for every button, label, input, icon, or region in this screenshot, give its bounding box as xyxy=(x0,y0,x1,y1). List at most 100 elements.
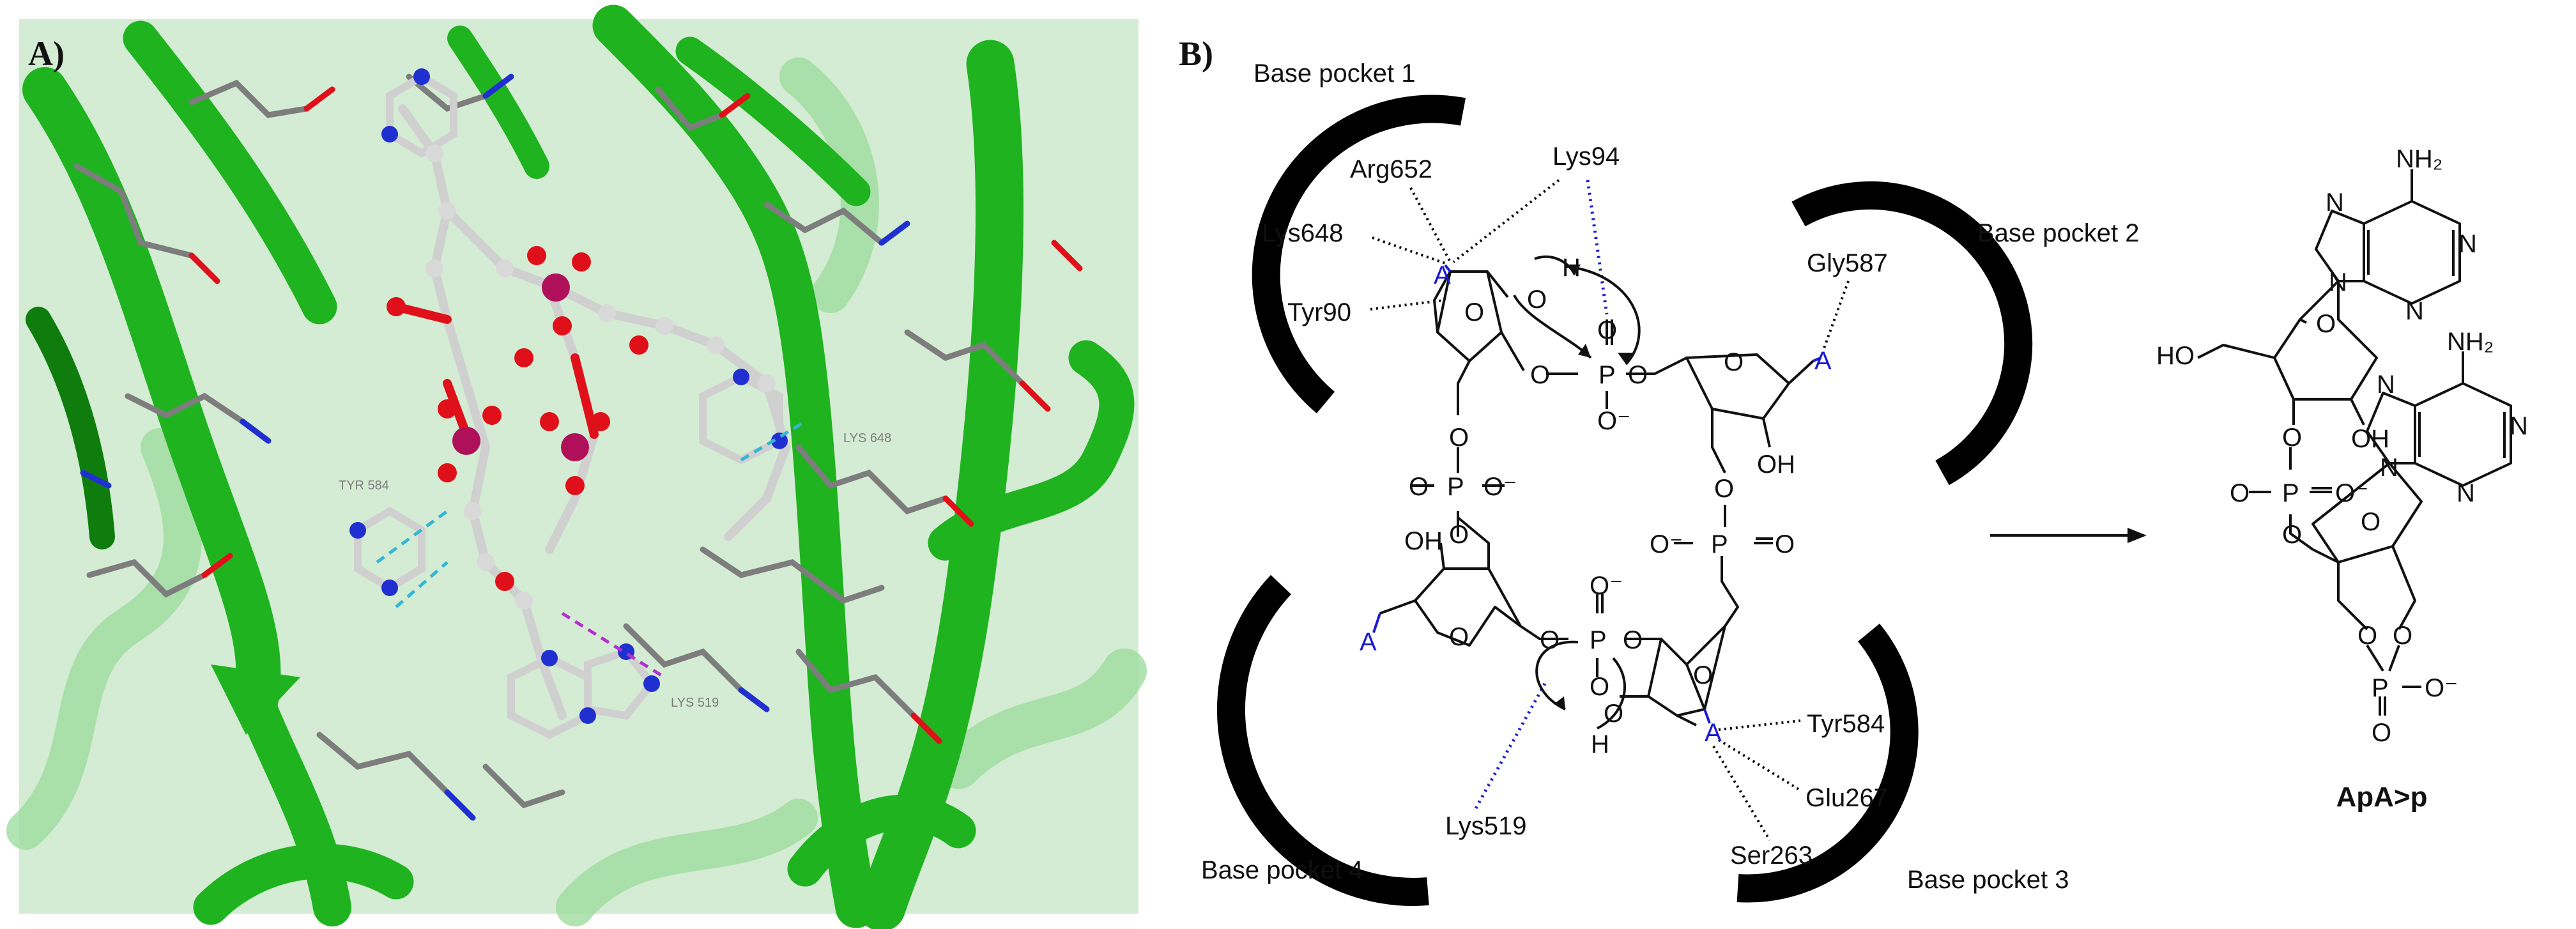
h-bond-dashes xyxy=(376,420,806,679)
atom-ominus-top: O⁻ xyxy=(1597,407,1630,435)
pocket-label-4: Base pocket 4 xyxy=(1201,856,1363,884)
protein-ribbons xyxy=(6,4,1147,929)
product-nh2-top: NH₂ xyxy=(2396,145,2442,173)
interaction-blue-hashes xyxy=(1474,180,1609,810)
residue-tyr584: Tyr584 xyxy=(1807,710,1885,738)
residue-ser263: Ser263 xyxy=(1730,841,1813,870)
atom-ominus-left: O⁻ xyxy=(1483,473,1517,501)
product-n-second-4: N xyxy=(2380,454,2398,482)
product-p-top: P xyxy=(2282,479,2299,507)
residue-arg652: Arg652 xyxy=(1350,155,1432,183)
residue-label-lys519: LYS 519 xyxy=(671,696,719,710)
mechanism-arrowheads xyxy=(1554,265,1633,709)
product-o-cyclic-bottom: O xyxy=(2372,719,2391,747)
panel-b: B) Base pocket 1 Base pocket 2 Base pock… xyxy=(1179,35,2528,906)
panel-b-label: B) xyxy=(1179,35,1213,73)
product-p-cyclic: P xyxy=(2372,674,2389,702)
atom-p-top: P xyxy=(1598,361,1616,389)
atom-o-top: O xyxy=(1597,316,1617,344)
residue-lys519: Lys519 xyxy=(1445,812,1527,840)
side-chain-heteroatoms xyxy=(80,73,1083,821)
product-o-cyclic-right: O xyxy=(2393,622,2412,650)
product-ominus-top: O⁻ xyxy=(2335,479,2368,507)
product-o-5prime: O xyxy=(2282,521,2302,549)
base-a-top-right: A xyxy=(1814,347,1832,375)
product-n-top-1: N xyxy=(2458,230,2477,258)
reaction-arrow xyxy=(1990,528,2147,543)
atom-p-left: P xyxy=(1447,473,1464,501)
atom-o-2prime-br: O xyxy=(1604,700,1623,728)
pocket-2-arc xyxy=(1791,181,2033,486)
atom-o-ring-tr: O xyxy=(1724,348,1744,376)
residue-label-tyr584: TYR 584 xyxy=(339,479,389,493)
product-ho: HO xyxy=(2156,342,2195,370)
residue-label-lys648: LYS 648 xyxy=(843,431,891,445)
residue-lys94: Lys94 xyxy=(1552,142,1620,171)
atom-o-link-bl: O xyxy=(1540,626,1560,654)
residue-gly587: Gly587 xyxy=(1807,249,1888,277)
atom-o-bottom: O xyxy=(1590,673,1609,701)
product-n-top-3: N xyxy=(2326,188,2344,217)
atom-o-link-br: O xyxy=(1623,626,1643,654)
base-markers: A A A A xyxy=(1360,261,1832,747)
atom-oh-bl: OH xyxy=(1404,527,1443,555)
atom-h-bottom: H xyxy=(1591,730,1609,758)
atom-ominus-right: O⁻ xyxy=(1650,530,1683,558)
product-o-cyclic-left: O xyxy=(2358,622,2377,650)
atom-o-ring-br: O xyxy=(1693,661,1713,689)
residue-labels: Arg652 Lys94 Lys648 Tyr90 Gly587 Tyr584 … xyxy=(1262,142,1888,870)
mechanism-arrows xyxy=(1513,255,1641,730)
product-n-top-2: N xyxy=(2405,297,2424,325)
pocket-label-3: Base pocket 3 xyxy=(1907,866,2069,894)
product-structure: NH₂ N N N N HO O OH O O P O⁻ O NH₂ N N N… xyxy=(2156,145,2528,813)
atom-o-3prime-right: O xyxy=(1714,475,1734,503)
base-a-top-left: A xyxy=(1434,261,1451,289)
base-a-bottom-left: A xyxy=(1360,628,1377,656)
atom-o-left-b: O xyxy=(1449,521,1469,549)
product-o-3prime: O xyxy=(2282,424,2302,452)
product-o-ring-top: O xyxy=(2316,310,2336,338)
pocket-4-arc xyxy=(1217,574,1429,906)
product-n-second-3: N xyxy=(2377,371,2395,399)
atom-o-3prime-left: O xyxy=(1449,424,1469,452)
pocket-1-arc xyxy=(1252,95,1466,413)
residue-glu267: Glu267 xyxy=(1805,784,1888,812)
atom-ominus-bottom: O⁻ xyxy=(1590,572,1623,600)
residue-tyr90: Tyr90 xyxy=(1287,298,1351,326)
atom-p-right: P xyxy=(1711,530,1728,558)
pocket-label-1: Base pocket 1 xyxy=(1254,59,1416,88)
atom-o-left-a: O xyxy=(1409,473,1429,501)
atom-p-bottom: P xyxy=(1590,626,1607,654)
atom-o-ring-bl: O xyxy=(1449,623,1469,651)
product-name: ApA>p xyxy=(2336,781,2428,813)
ligand-atoms xyxy=(349,68,788,724)
interaction-hashes xyxy=(1370,179,1850,841)
pocket-arcs xyxy=(1217,95,2033,906)
product-bonds xyxy=(2197,169,2512,716)
atom-o-2prime-tl: O xyxy=(1527,286,1547,314)
pocket-3-arc xyxy=(1736,624,1919,903)
product-oh-top: OH xyxy=(2351,425,2389,453)
panel-a-label: A) xyxy=(28,35,65,73)
panel-a: TYR 584 LYS 648 LYS 519 A) xyxy=(6,4,1147,929)
side-chain-sticks xyxy=(73,73,1025,809)
product-ominus-cyclic: O⁻ xyxy=(2425,674,2458,702)
product-n-top-4: N xyxy=(2329,268,2347,296)
pocket-label-2: Base pocket 2 xyxy=(1977,219,2140,247)
atom-o-link-top: O xyxy=(1530,361,1550,389)
base-a-bottom-right: A xyxy=(1705,719,1722,747)
atom-oh-tr: OH xyxy=(1757,450,1795,479)
product-o-ring-second: O xyxy=(2361,508,2380,536)
product-o-left: O xyxy=(2230,479,2250,507)
atom-o-top-right-link: O xyxy=(1628,361,1648,389)
atom-labels: O O H O O P O⁻ O O OH O O P O⁻ O O O⁻ P … xyxy=(1404,254,1795,758)
residue-lys648: Lys648 xyxy=(1262,219,1344,247)
product-n-second-2: N xyxy=(2457,479,2475,507)
product-atom-labels: NH₂ N N N N HO O OH O O P O⁻ O NH₂ N N N… xyxy=(2156,145,2528,747)
atom-o-right: O xyxy=(1775,530,1795,558)
cyclic-backbone-bonds xyxy=(1372,264,1821,726)
atom-h-top: H xyxy=(1562,254,1581,282)
product-n-second-1: N xyxy=(2510,412,2528,440)
product-nh2-second: NH₂ xyxy=(2447,328,2494,356)
